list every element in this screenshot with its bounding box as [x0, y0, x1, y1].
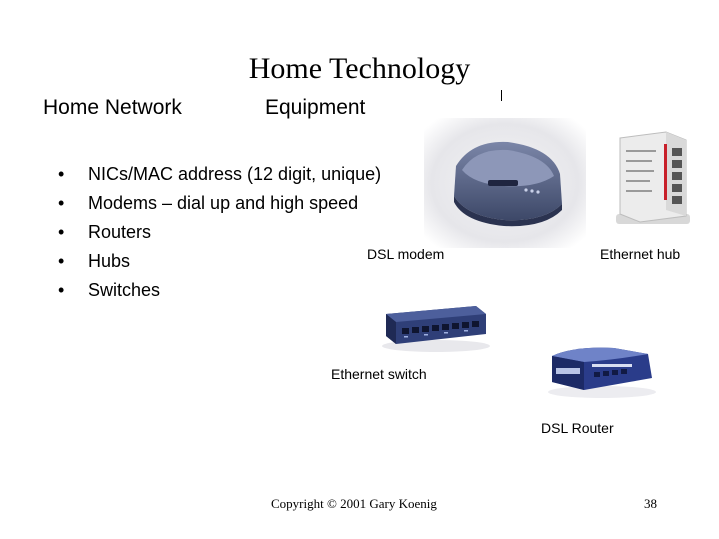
bullet-dot: •	[58, 280, 65, 300]
ethernet-hub-image	[610, 130, 692, 230]
bullet-list: • NICs/MAC address (12 digit, unique) • Mo…	[58, 160, 381, 305]
bullet-dot: •	[58, 222, 65, 242]
subtitle-equipment: Equipment	[265, 96, 366, 119]
bullet-item: • Modems – dial up and high speed	[58, 189, 381, 218]
caption-dsl-modem: DSL modem	[367, 246, 445, 262]
bullet-text: NICs/MAC address (12 digit, unique)	[88, 164, 382, 184]
caption-ethernet-hub: Ethernet hub	[600, 246, 681, 262]
bullet-dot: •	[58, 193, 65, 213]
bullet-item: • Switches	[58, 276, 381, 305]
caption-dsl-router: DSL Router	[541, 420, 614, 436]
dsl-modem-image	[424, 118, 586, 248]
caption-ethernet-switch: Ethernet switch	[331, 366, 427, 382]
dsl-router-image	[544, 340, 660, 400]
footer-copyright: Copyright © 2001 Gary Koenig	[271, 496, 437, 511]
bullet-text: Routers	[88, 222, 152, 242]
bullet-item: • Hubs	[58, 247, 381, 276]
bullet-text: Switches	[88, 280, 161, 300]
ethernet-switch-image	[380, 300, 492, 354]
footer-page-number: 38	[644, 496, 657, 511]
subtitle-home-network: Home Network	[43, 96, 182, 119]
bullet-item: • Routers	[58, 218, 381, 247]
slide-title: Home Technology	[0, 52, 719, 86]
bullet-text: Hubs	[88, 251, 131, 271]
text-cursor-mark	[501, 90, 502, 101]
bullet-text: Modems – dial up and high speed	[88, 193, 359, 213]
bullet-dot: •	[58, 164, 65, 184]
bullet-dot: •	[58, 251, 65, 271]
bullet-item: • NICs/MAC address (12 digit, unique)	[58, 160, 381, 189]
slide-title-text: Home Technology	[248, 52, 471, 85]
